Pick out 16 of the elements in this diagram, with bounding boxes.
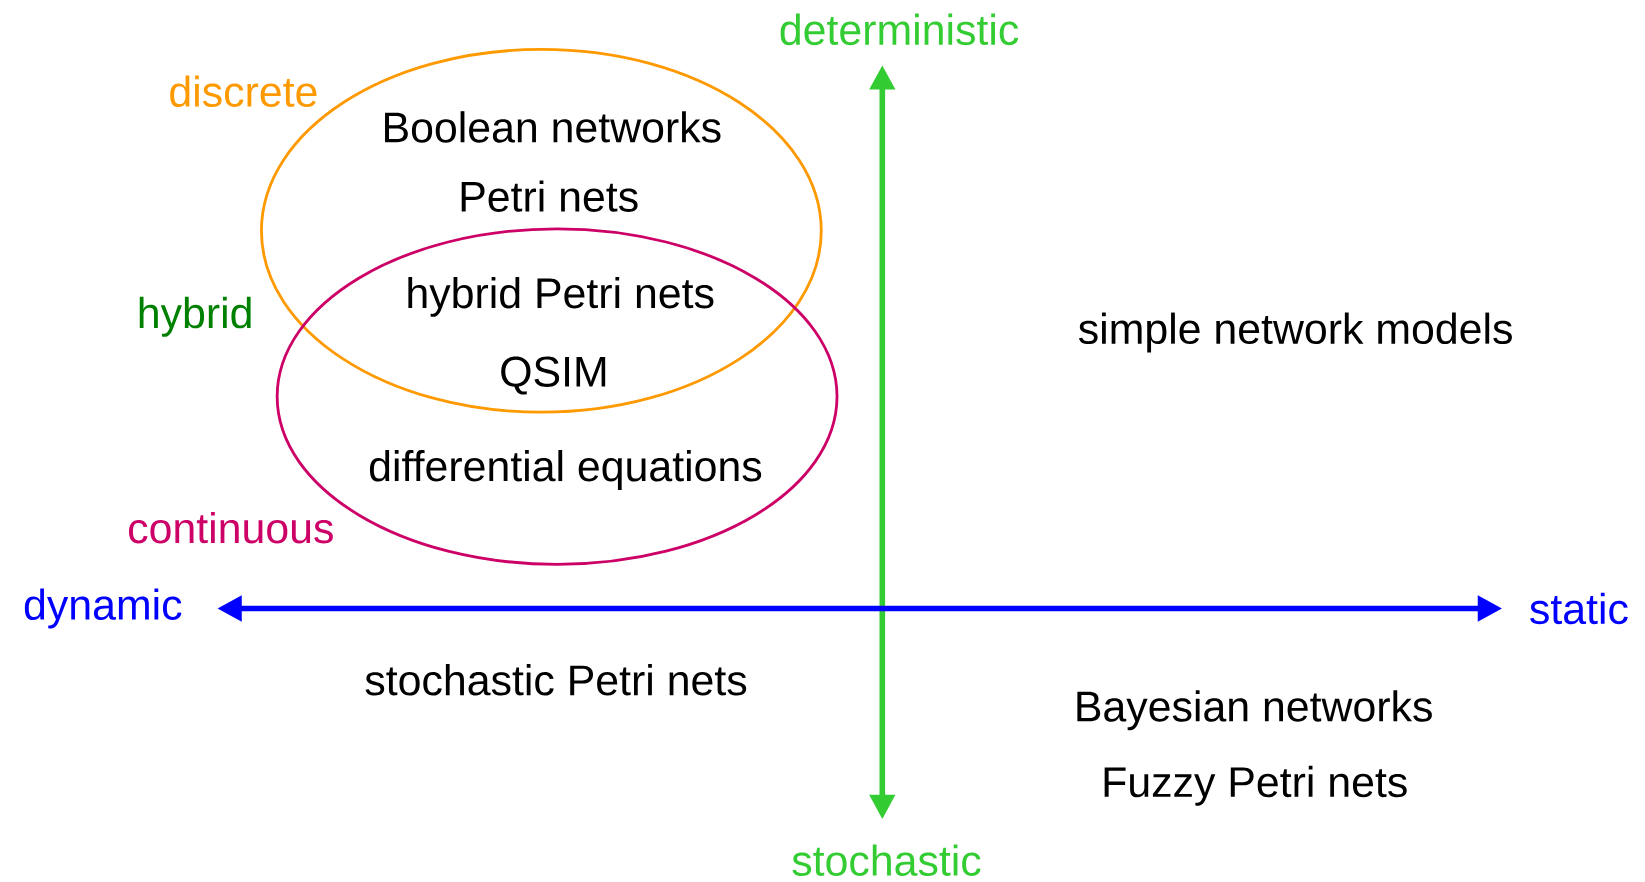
model-label: Boolean networks	[385, 111, 721, 143]
model-label: differential equations	[369, 449, 762, 490]
axis-label: dynamic	[24, 588, 182, 629]
model-label: Petri nets	[461, 180, 638, 212]
category-label: discrete	[170, 75, 317, 107]
model-label: Fuzzy Petri nets	[1104, 765, 1407, 806]
model-label: hybrid Petri nets	[408, 276, 714, 317]
model-label: simple network models	[1078, 312, 1512, 353]
axis-label: stochastic	[792, 844, 981, 876]
axis-label: deterministic	[780, 13, 1019, 45]
model-label: stochastic Petri nets	[365, 663, 747, 696]
axis-label: static	[1530, 592, 1628, 625]
category-label: hybrid	[139, 296, 251, 337]
model-label: Bayesian networks	[1077, 690, 1432, 731]
model-label: QSIM	[501, 356, 606, 395]
category-label: continuous	[129, 511, 333, 544]
